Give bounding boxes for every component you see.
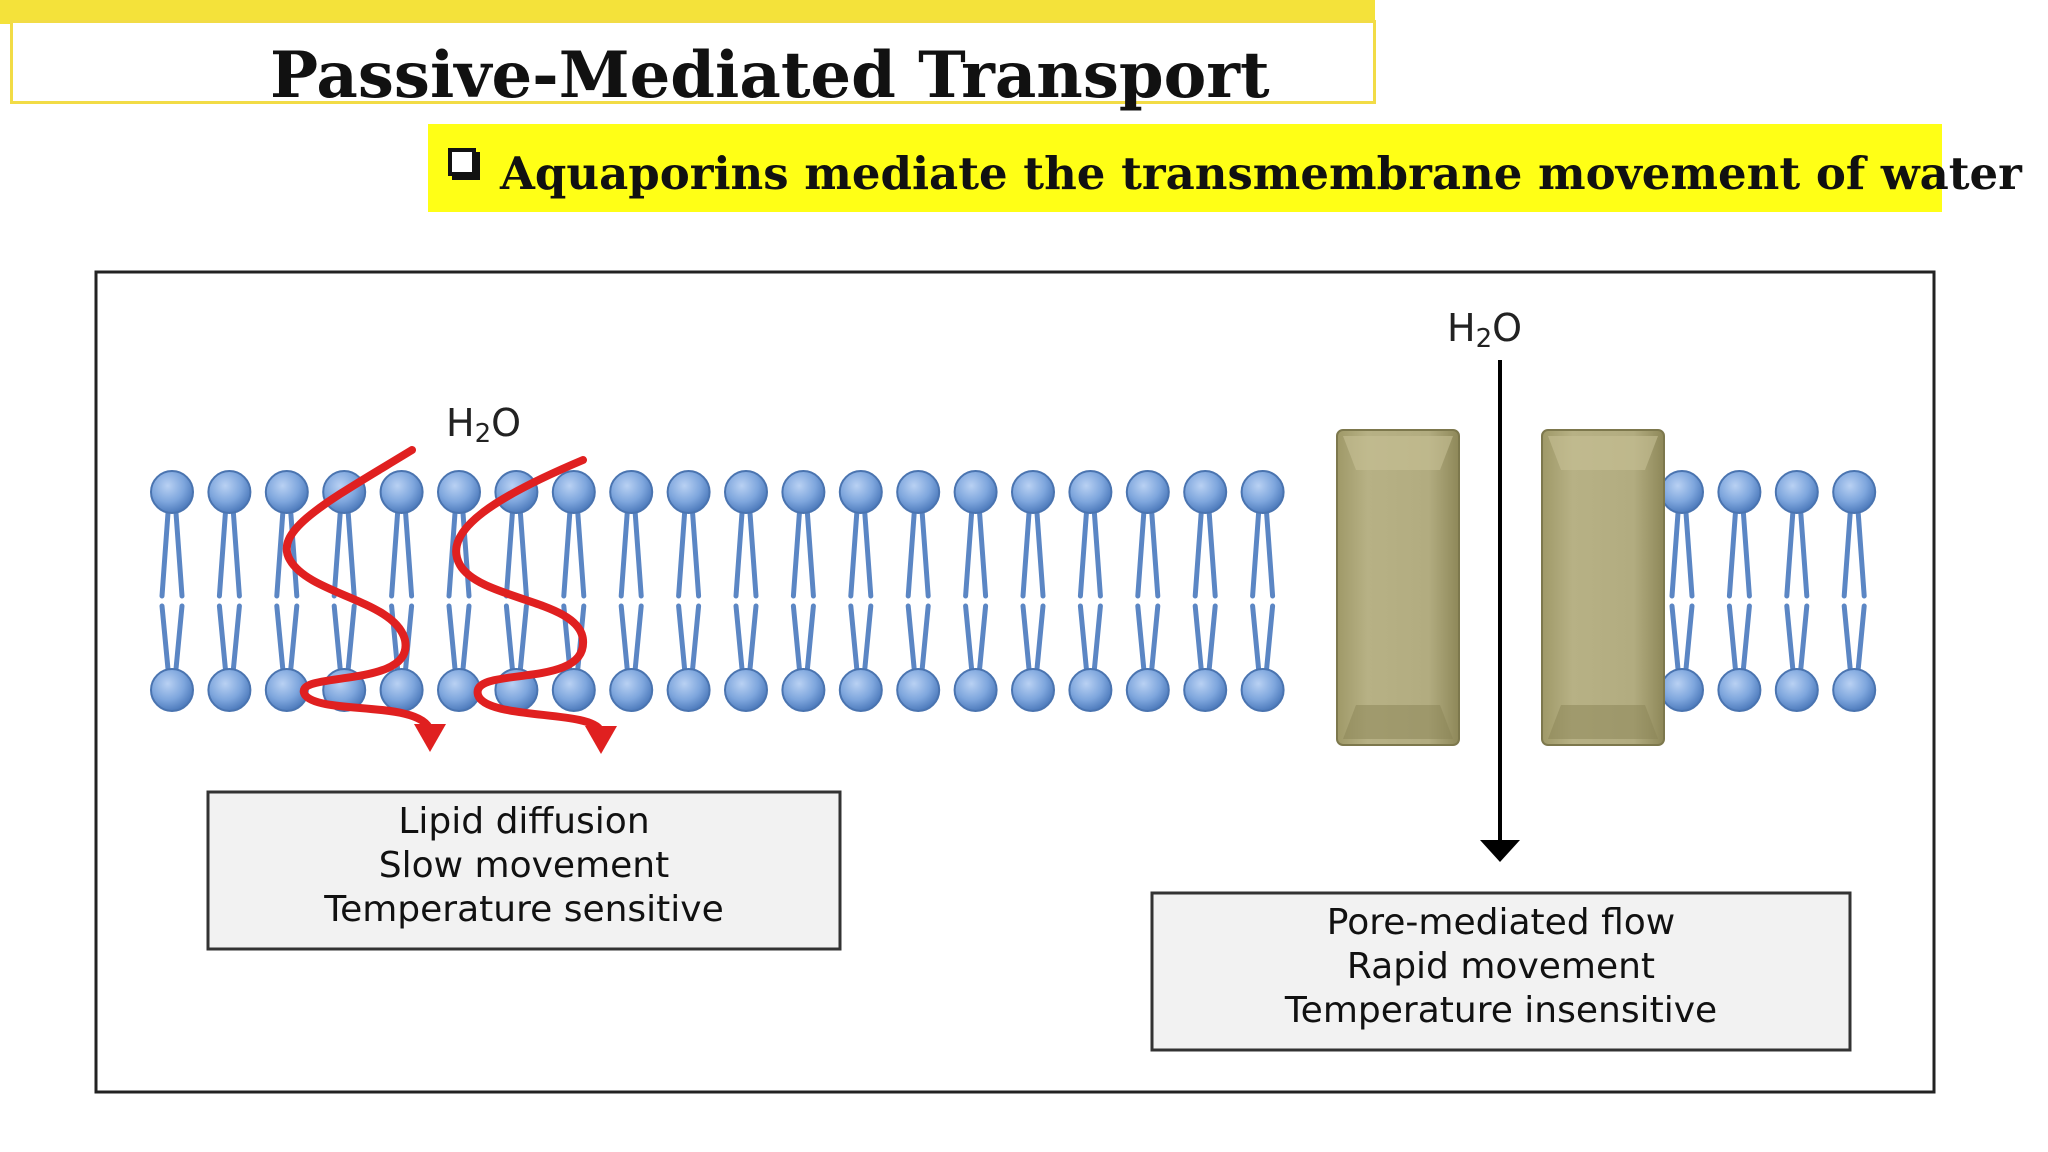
lipid-head-top bbox=[1011, 470, 1055, 514]
lipid-head-top bbox=[666, 470, 711, 514]
phospholipid bbox=[781, 470, 826, 712]
h2o-right-base: H bbox=[1447, 306, 1476, 350]
phospholipid bbox=[1774, 470, 1819, 712]
lipid-head-top bbox=[838, 470, 883, 514]
lipid-head-top bbox=[609, 470, 654, 514]
h2o-left-sub: 2 bbox=[475, 419, 492, 449]
lipid-head-bottom bbox=[1125, 668, 1170, 712]
h2o-right-tail: O bbox=[1492, 306, 1522, 350]
diffusion-arrow-1 bbox=[282, 446, 434, 734]
lipid-head-bottom bbox=[551, 668, 596, 712]
lipid-head-bottom bbox=[1832, 668, 1877, 712]
lipid-head-top bbox=[896, 470, 941, 514]
lipid-head-top bbox=[724, 470, 768, 514]
h2o-left-tail: O bbox=[491, 401, 521, 445]
lipid-box-line-2: Slow movement bbox=[379, 845, 669, 886]
lipid-head-top bbox=[150, 470, 194, 514]
diffusion-arrows bbox=[282, 446, 617, 754]
lipid-head-bottom bbox=[379, 668, 424, 712]
lipid-box-line-3: Temperature sensitive bbox=[323, 889, 724, 930]
pore-box-line-3: Temperature insensitive bbox=[1284, 990, 1717, 1031]
lipid-head-top bbox=[551, 470, 596, 514]
lipid-head-top bbox=[1717, 470, 1762, 514]
phospholipid bbox=[609, 470, 654, 712]
lipid-head-top bbox=[379, 470, 424, 514]
lipid-head-top bbox=[1125, 470, 1170, 514]
lipid-head-top bbox=[1183, 470, 1228, 514]
pore-box-line-1: Pore-mediated flow bbox=[1327, 902, 1675, 943]
lipid-head-top bbox=[1774, 470, 1819, 514]
lipid-head-bottom bbox=[781, 668, 826, 712]
phospholipid bbox=[953, 470, 998, 712]
subtitle-highlight bbox=[428, 124, 1942, 212]
lipid-head-top bbox=[207, 470, 252, 514]
lipid-head-bottom bbox=[1717, 668, 1762, 712]
lipid-head-bottom bbox=[1660, 668, 1704, 712]
phospholipid bbox=[724, 470, 768, 712]
phospholipid bbox=[666, 470, 711, 712]
title-frame bbox=[10, 20, 1376, 104]
phospholipid bbox=[838, 470, 883, 712]
lipid-head-bottom bbox=[150, 668, 194, 712]
lipid-head-top bbox=[437, 470, 481, 514]
aquaporin-channel bbox=[1336, 429, 1665, 746]
lipid-head-bottom bbox=[207, 668, 252, 712]
lipid-head-bottom bbox=[1183, 668, 1228, 712]
lipid-head-bottom bbox=[724, 668, 768, 712]
lipid-head-top bbox=[1240, 470, 1285, 514]
phospholipid bbox=[264, 470, 309, 712]
lipid-head-top bbox=[1068, 470, 1113, 514]
aquaporin-right-block bbox=[1541, 429, 1665, 746]
lipid-head-bottom bbox=[896, 668, 941, 712]
lipid-head-top bbox=[781, 470, 826, 514]
lipid-head-top bbox=[264, 470, 309, 514]
lipid-head-top bbox=[1660, 470, 1704, 514]
lipid-head-top bbox=[953, 470, 998, 514]
lipid-head-bottom bbox=[437, 668, 481, 712]
lipid-head-bottom bbox=[1068, 668, 1113, 712]
diffusion-arrow-2 bbox=[452, 456, 604, 734]
phospholipid bbox=[150, 470, 194, 712]
pore-flow-arrow bbox=[1480, 360, 1520, 862]
lipid-head-bottom bbox=[1011, 668, 1055, 712]
phospholipid bbox=[379, 470, 424, 712]
slide-subtitle: Aquaporins mediate the transmembrane mov… bbox=[500, 147, 2022, 200]
phospholipid bbox=[1240, 470, 1285, 712]
aquaporin-left-block bbox=[1336, 429, 1460, 746]
h2o-left-base: H bbox=[446, 401, 475, 445]
phospholipid bbox=[1068, 470, 1113, 712]
phospholipid bbox=[1183, 470, 1228, 712]
lipid-head-bottom bbox=[1774, 668, 1819, 712]
lipid-head-top bbox=[1832, 470, 1877, 514]
lipid-diffusion-box: Lipid diffusion Slow movement Temperatur… bbox=[206, 790, 842, 951]
lipid-head-bottom bbox=[953, 668, 998, 712]
pore-flow-box: Pore-mediated flow Rapid movement Temper… bbox=[1150, 891, 1852, 1052]
lipid-box-line-1: Lipid diffusion bbox=[398, 801, 649, 842]
lipid-head-bottom bbox=[609, 668, 654, 712]
phospholipid bbox=[1832, 470, 1877, 712]
phospholipid bbox=[1660, 470, 1704, 712]
phospholipid bbox=[1717, 470, 1762, 712]
slide-title: Passive-Mediated Transport bbox=[270, 38, 1270, 113]
lipid-head-bottom bbox=[838, 668, 883, 712]
phospholipid bbox=[207, 470, 252, 712]
pore-box-line-2: Rapid movement bbox=[1347, 946, 1655, 987]
lipid-bilayer bbox=[150, 470, 1877, 712]
h2o-label-right: H2O bbox=[1447, 306, 1522, 354]
h2o-label-left: H2O bbox=[446, 401, 521, 449]
phospholipid bbox=[896, 470, 941, 712]
phospholipid bbox=[1125, 470, 1170, 712]
svg-text:H2O: H2O bbox=[1447, 306, 1522, 354]
svg-text:H2O: H2O bbox=[446, 401, 521, 449]
h2o-right-sub: 2 bbox=[1476, 324, 1493, 354]
lipid-head-bottom bbox=[1240, 668, 1285, 712]
phospholipid bbox=[1011, 470, 1055, 712]
lipid-head-bottom bbox=[666, 668, 711, 712]
checkbox-bullet-icon bbox=[448, 148, 476, 176]
